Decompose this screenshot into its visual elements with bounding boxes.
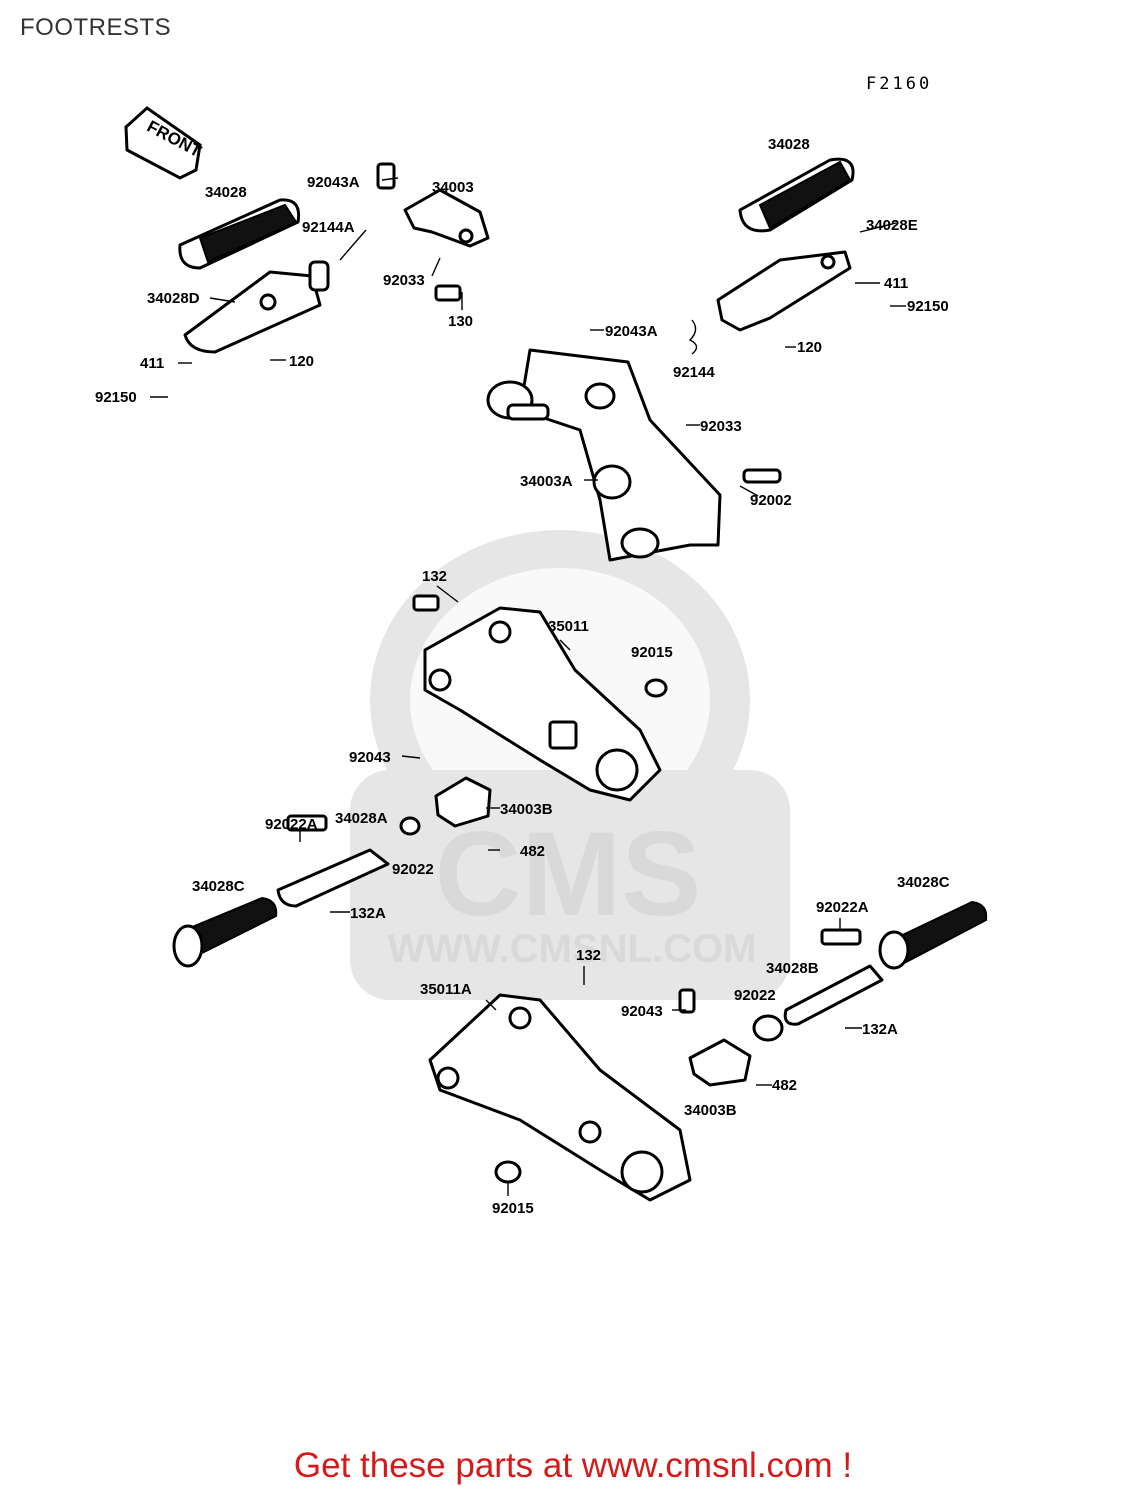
part-label: 482 <box>520 843 545 860</box>
left-footpeg-rubber <box>178 198 301 270</box>
footrests-exploded-diagram: CMS WWW.CMSNL.COM FRONT <box>95 106 988 1217</box>
upper-hinge-bracket <box>399 776 492 836</box>
left-passenger-rubber <box>172 896 278 968</box>
left-footpeg-bracket <box>183 260 330 354</box>
part-label: 35011 <box>548 618 589 635</box>
part-label: 34003A <box>520 473 573 490</box>
part-label: 34003B <box>500 801 553 818</box>
leader-lines <box>150 177 906 1196</box>
part-label: 130 <box>448 313 473 330</box>
part-label: 92150 <box>95 389 137 406</box>
part-label: 92043A <box>605 323 658 340</box>
part-label: 92022 <box>392 861 434 878</box>
part-label: 92022A <box>265 816 318 833</box>
left-passenger-peg <box>276 814 390 908</box>
watermark-badge <box>350 770 790 1000</box>
part-label: 34028E <box>866 217 918 234</box>
left-hinge-bracket <box>376 162 490 302</box>
page-title: FOOTRESTS <box>20 14 172 41</box>
part-label: 92150 <box>907 298 949 315</box>
lower-hinge-bracket <box>678 988 752 1087</box>
part-label: 120 <box>289 353 314 370</box>
part-label: 92043 <box>621 1003 663 1020</box>
part-label: 34028D <box>147 290 200 307</box>
part-label: 92043 <box>349 749 391 766</box>
part-label: 34028A <box>335 810 388 827</box>
figure-code: F2160 <box>866 74 933 94</box>
part-label: 92015 <box>631 644 673 661</box>
part-label: 34003 <box>432 179 474 196</box>
front-arrow: FRONT <box>124 106 205 180</box>
rear-footrest-plate <box>486 348 782 562</box>
watermark-url: WWW.CMSNL.COM <box>388 927 757 971</box>
watermark: CMS WWW.CMSNL.COM <box>350 530 790 1000</box>
part-label: 132 <box>576 947 601 964</box>
part-label: 132A <box>862 1021 898 1038</box>
part-label: 34003B <box>684 1102 737 1119</box>
part-label: 120 <box>797 339 822 356</box>
part-label: 34028B <box>766 960 819 977</box>
watermark-logo-text: CMS <box>435 807 702 941</box>
part-label: 92043A <box>307 174 360 191</box>
part-label: 92015 <box>492 1200 534 1217</box>
part-label: 411 <box>884 275 908 292</box>
part-label: 132A <box>350 905 386 922</box>
part-label: 92022 <box>734 987 776 1004</box>
footer-link[interactable]: Get these parts at www.cmsnl.com ! <box>293 1446 853 1485</box>
part-label: 34028 <box>768 136 810 153</box>
upper-footrest-arm <box>412 594 668 802</box>
part-label: 92144A <box>302 219 355 236</box>
right-footpeg-rubber <box>738 157 855 233</box>
lower-footrest-arm <box>428 993 692 1202</box>
part-label: 92033 <box>383 272 425 289</box>
right-footpeg-bracket <box>688 250 852 355</box>
part-label: 92144 <box>673 364 715 381</box>
part-label: 34028C <box>192 878 245 895</box>
right-passenger-peg <box>752 928 884 1042</box>
part-label: 92022A <box>816 899 869 916</box>
part-label: 35011A <box>420 981 472 998</box>
part-label: 34028C <box>897 874 950 891</box>
part-label: 411 <box>140 355 164 372</box>
part-label: 92002 <box>750 492 792 509</box>
part-label: 482 <box>772 1077 797 1094</box>
part-label: 34028 <box>205 184 247 201</box>
part-label: 132 <box>422 568 447 585</box>
right-passenger-rubber <box>878 900 988 970</box>
part-label: 92033 <box>700 418 742 435</box>
